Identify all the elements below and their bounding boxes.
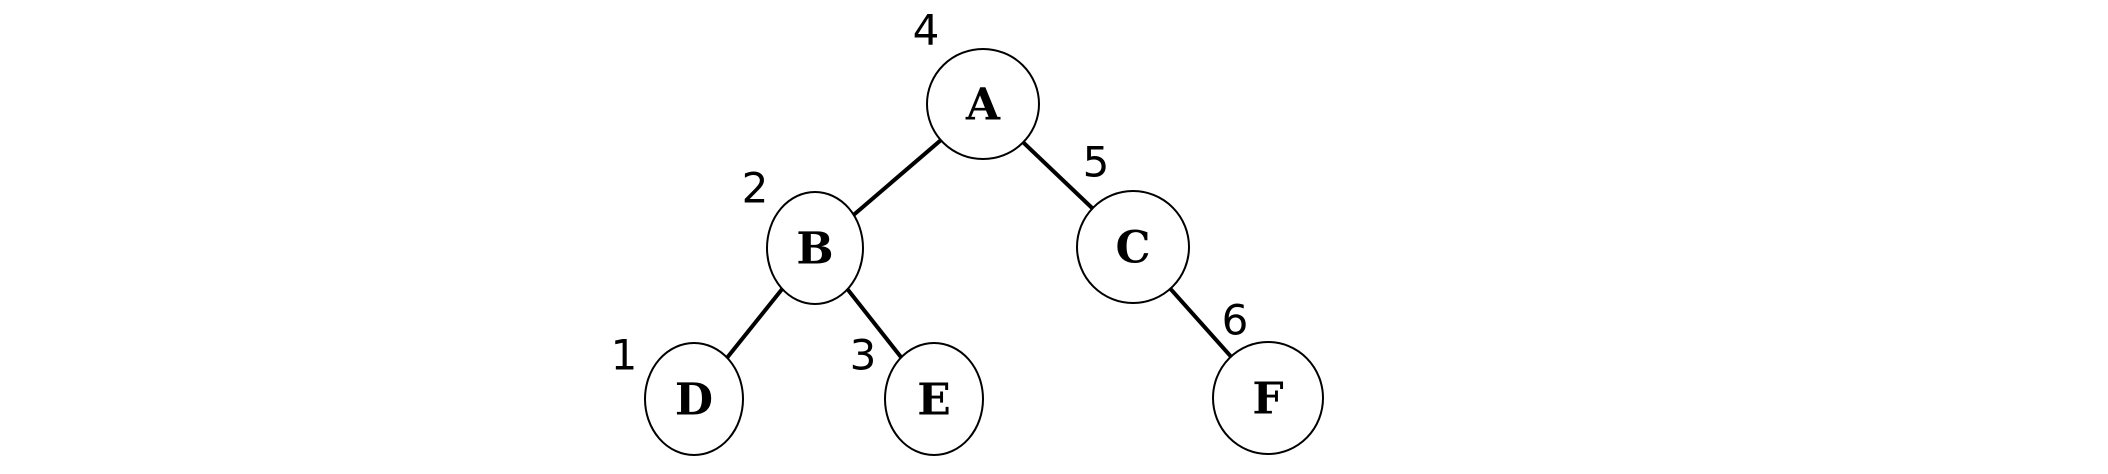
node-B-order-label: 2 (742, 164, 769, 213)
node-E-order-label: 3 (850, 331, 877, 380)
node-C-label: C (1115, 222, 1150, 273)
node-C-circle (1076, 190, 1190, 304)
node-A-label: A (965, 79, 1001, 130)
node-E-circle (884, 342, 984, 456)
node-F-order-label: 6 (1222, 296, 1249, 345)
node-B-label: B (796, 223, 833, 274)
node-A-order-label: 4 (913, 6, 940, 55)
node-E-label: E (917, 374, 951, 425)
node-F-label: F (1252, 373, 1283, 424)
node-F-circle (1212, 341, 1324, 455)
node-C-order-label: 5 (1083, 138, 1110, 187)
node-A-circle (926, 48, 1040, 160)
node-D-label: D (675, 374, 713, 425)
node-D-circle (644, 342, 744, 456)
node-D-order-label: 1 (611, 331, 638, 380)
node-B-circle (766, 191, 864, 305)
